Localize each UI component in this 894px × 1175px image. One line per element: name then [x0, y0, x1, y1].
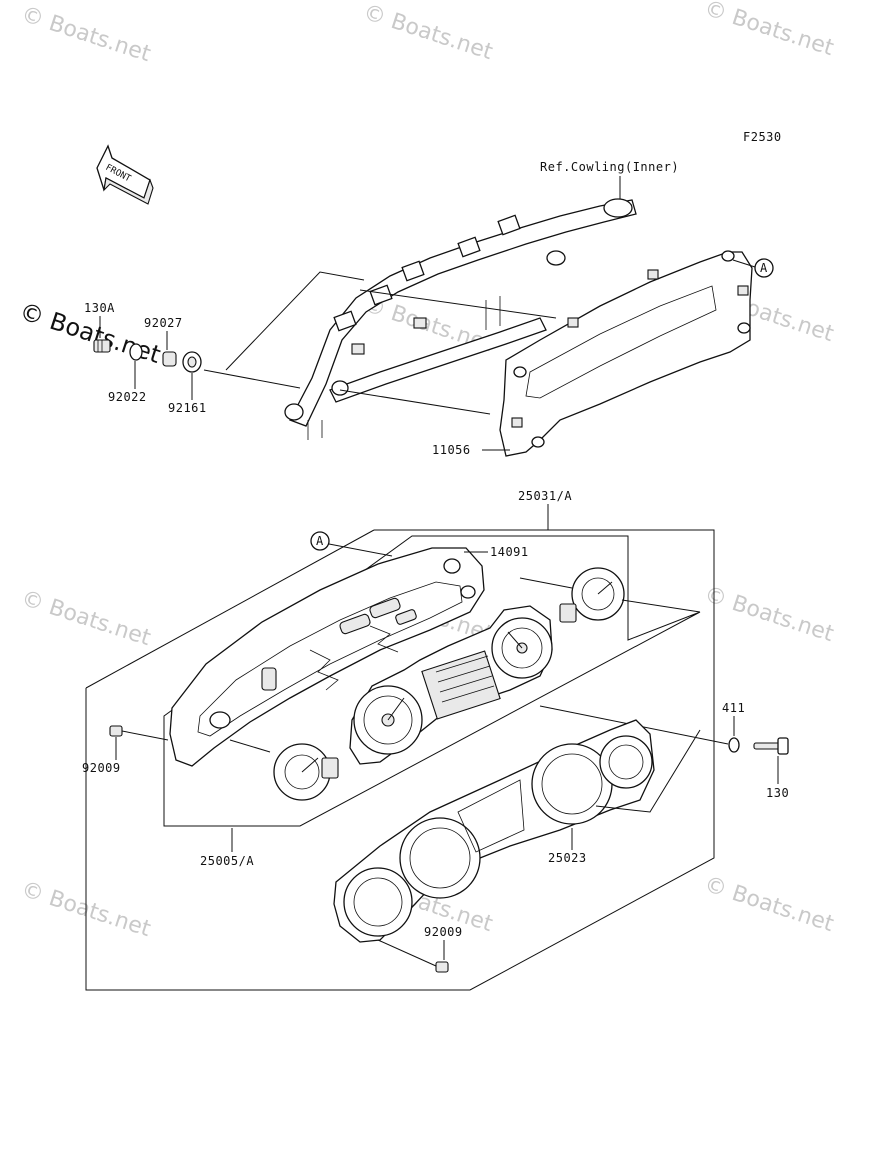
part-label-92027: 92027 [144, 316, 183, 330]
watermark: © Boats.net [18, 2, 154, 67]
assembly-frame-25031A [85, 529, 715, 991]
marker-a-circle [754, 258, 774, 278]
watermark: © Boats.net [360, 0, 496, 65]
marker-a-label: A [760, 261, 768, 275]
part-label-92022: 92022 [108, 390, 147, 404]
part-label-25031A: 25031/A [518, 489, 572, 503]
part-label-92009-lower: 92009 [424, 925, 463, 939]
part-label-411: 411 [722, 701, 745, 715]
part-label-25023: 25023 [548, 851, 587, 865]
bolt-130 [753, 737, 789, 755]
part-label-92009-left: 92009 [82, 761, 121, 775]
washer-411 [728, 737, 740, 753]
reference-label: Ref.Cowling(Inner) [540, 160, 679, 174]
temperature-gauge [273, 743, 339, 801]
part-label-130: 130 [766, 786, 789, 800]
fuel-gauge [559, 567, 625, 623]
marker-a-label-lower: A [316, 534, 324, 548]
watermark: © Boats.net [18, 586, 154, 651]
part-label-25005A: 25005/A [200, 854, 254, 868]
meter-face [349, 605, 553, 765]
watermark: © Boats.net [701, 582, 837, 647]
watermark: © Boats.net [701, 0, 837, 61]
part-label-14091: 14091 [490, 545, 529, 559]
cowling-stay-bracket [284, 198, 637, 440]
screw-92009-left [109, 725, 169, 741]
bezel-ring-large-right [531, 743, 613, 825]
bezel-ring-large-left [399, 817, 481, 899]
meter-case [169, 547, 485, 767]
marker-a-circle-lower [310, 531, 330, 551]
bezel-ring-small-right [599, 735, 653, 789]
hardware-group-upper [93, 339, 202, 373]
front-arrow-icon: FRONT [96, 144, 154, 205]
screw-92009-lower [377, 939, 449, 973]
meter-bezel [333, 719, 655, 943]
watermark: © Boats.net [701, 872, 837, 937]
lcd-display [421, 650, 501, 720]
meter-cover-panel [499, 250, 753, 457]
diagram-code: F2530 [743, 130, 782, 144]
part-label-92161: 92161 [168, 401, 207, 415]
part-label-130A: 130A [84, 301, 115, 315]
part-label-11056: 11056 [432, 443, 471, 457]
